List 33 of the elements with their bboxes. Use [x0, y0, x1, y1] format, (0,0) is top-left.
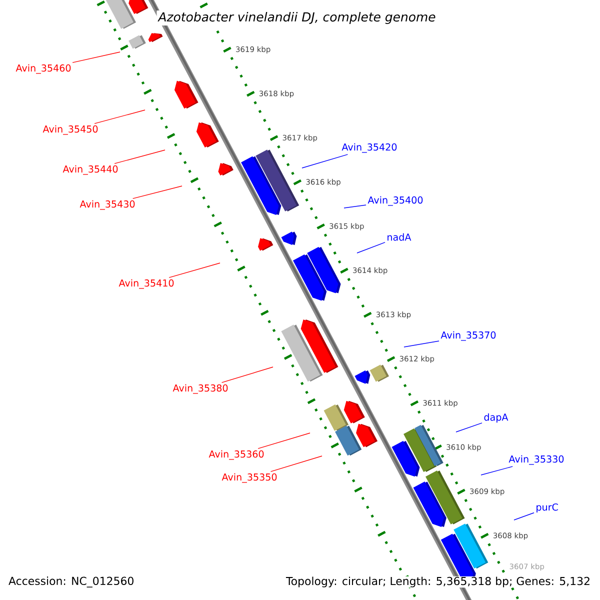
leader-line	[302, 154, 348, 168]
gene-label: Avin_35460	[16, 64, 71, 74]
gene-label: Avin_35450	[42, 125, 98, 135]
gene-label: Avin_35330	[508, 455, 564, 465]
leader-line	[94, 110, 146, 124]
leader-line	[456, 422, 482, 432]
title: Azotobacter vinelandii DJ, complete genome	[156, 10, 438, 26]
leader-line	[356, 242, 386, 254]
leader-line	[344, 204, 366, 208]
leader-line	[168, 262, 220, 278]
gene-label: Avin_35380	[172, 384, 228, 394]
gene-label: nadA	[388, 233, 412, 241]
gene-label: dapA	[484, 413, 508, 423]
leader-line	[270, 456, 322, 472]
leader-line	[514, 512, 534, 520]
gene-label: Avin_35370	[440, 331, 496, 341]
leader-line	[480, 466, 513, 476]
genome-info-label: Topology: circular; Length: 5,365,318 bp; Genes: 5,132	[286, 576, 591, 588]
leader-line	[221, 366, 274, 383]
gene-label: Avin_35400	[368, 196, 423, 206]
accession-label: Accession: NC_012560	[8, 576, 135, 588]
gene-label: Avin_35420	[342, 143, 397, 153]
leader-line	[72, 52, 120, 63]
gene-label: Avin_35410	[118, 279, 174, 289]
leader-line	[258, 432, 310, 449]
leader-line	[132, 186, 182, 199]
gene-label: Avin_35350	[222, 473, 277, 483]
leader-line	[404, 340, 440, 348]
leader-line	[114, 150, 166, 164]
gene-label: Avin_35360	[208, 450, 264, 460]
gene-label: Avin_35430	[80, 200, 135, 210]
gene-label: purC	[536, 503, 558, 513]
gene-label: Avin_35440	[62, 165, 118, 175]
